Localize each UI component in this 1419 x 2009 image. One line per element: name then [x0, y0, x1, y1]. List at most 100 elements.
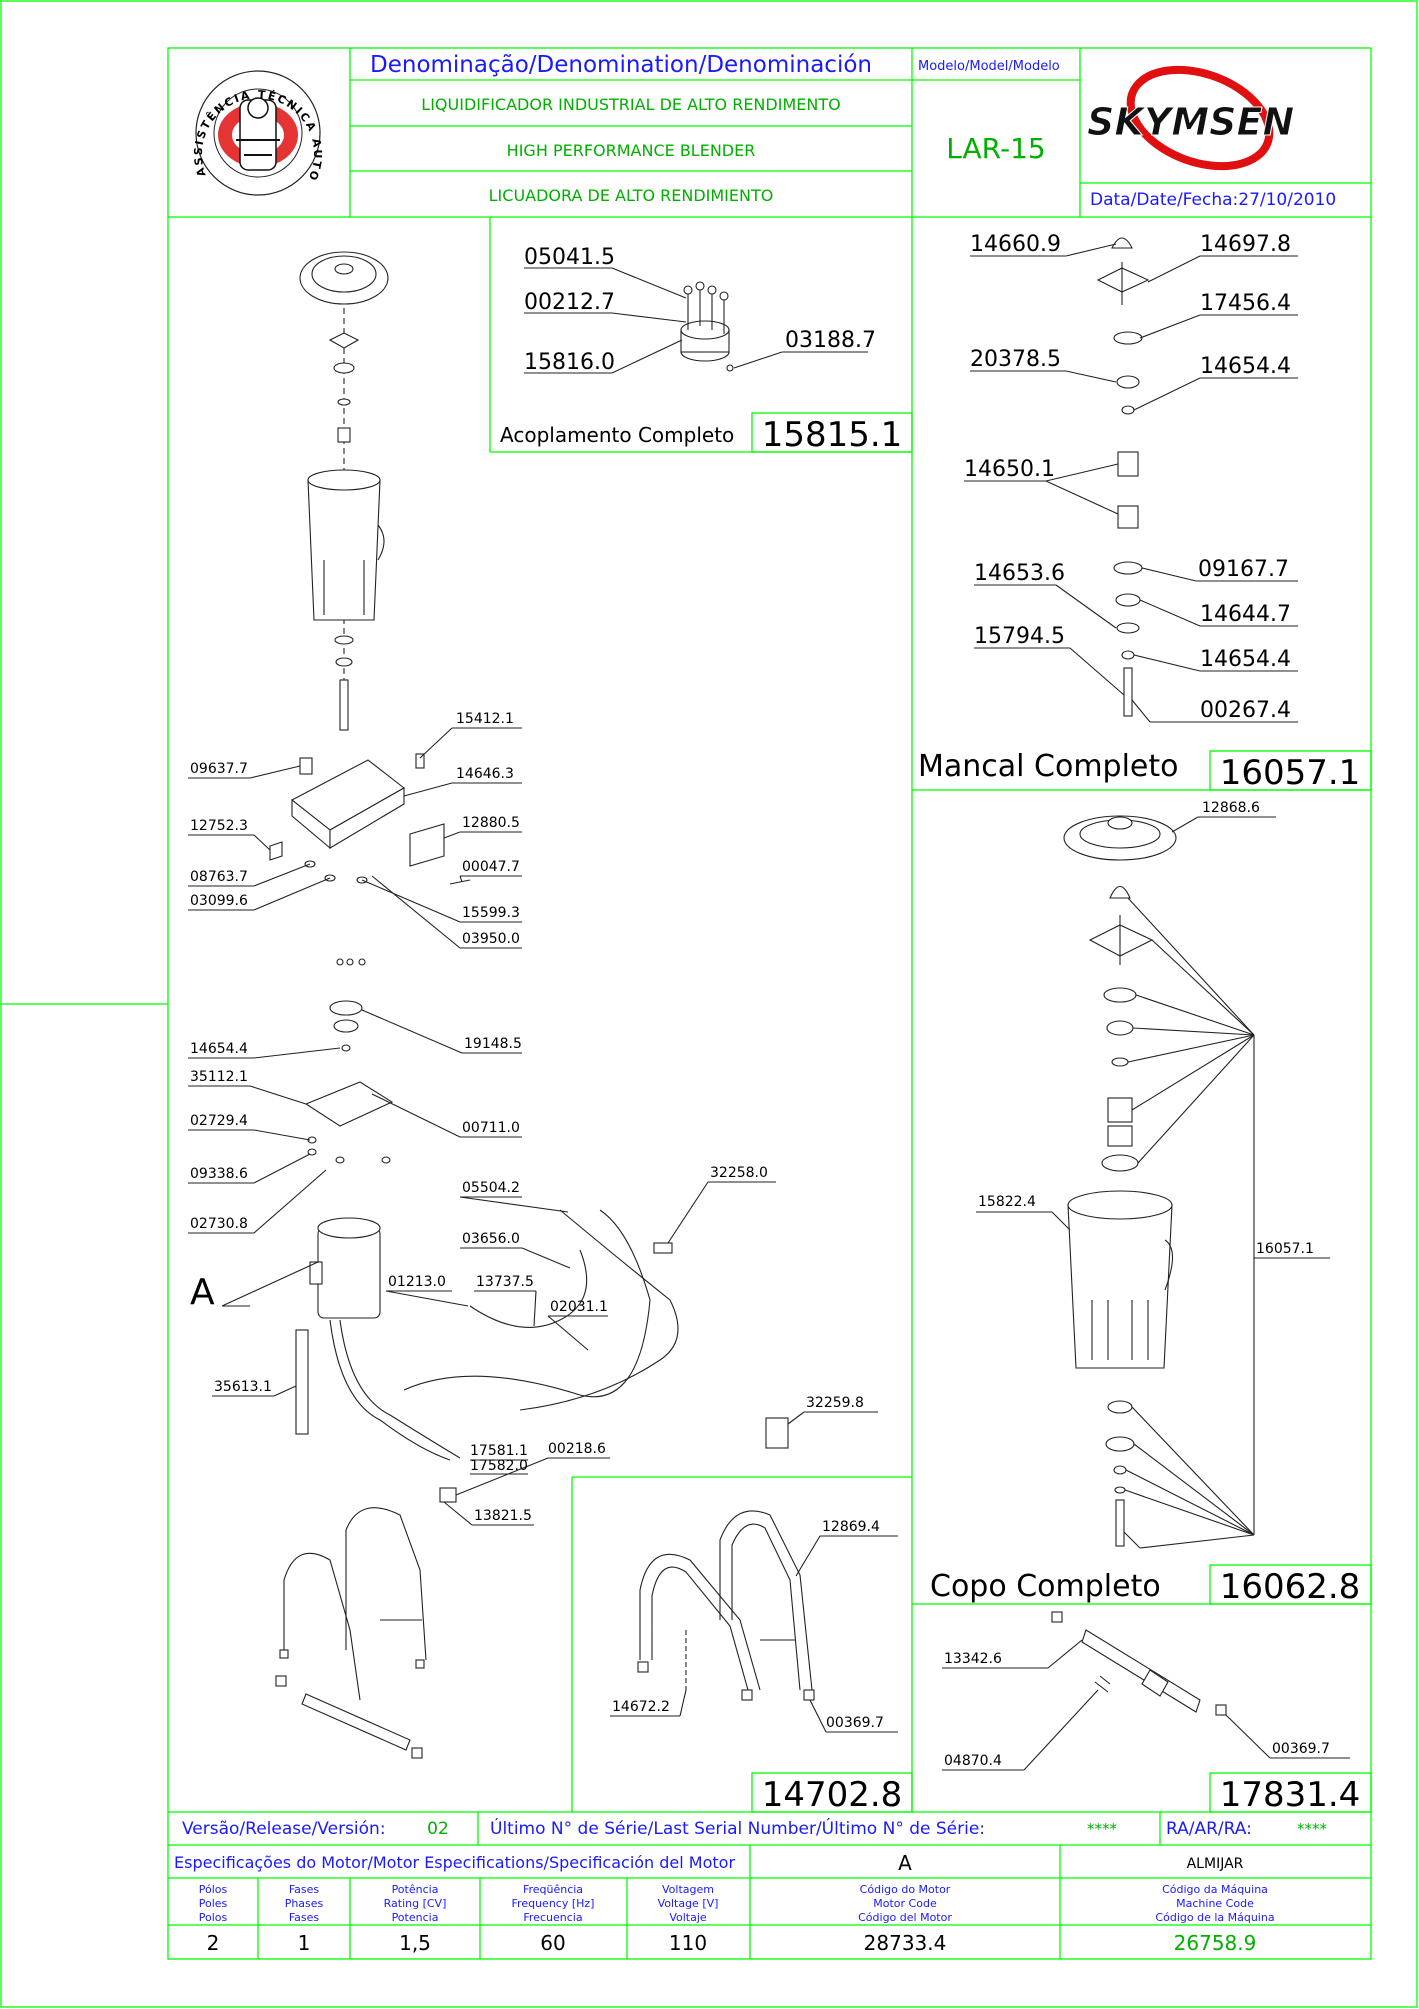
part-label: 00218.6: [548, 1441, 606, 1457]
part-label: 35112.1: [190, 1069, 248, 1085]
authorized-service-badge: ASSISTÊNCIA TÉCNICA AUTORIZADA: [0, 0, 322, 196]
description-pt: LIQUIDIFICADOR INDUSTRIAL DE ALTO RENDIM…: [421, 95, 840, 114]
part-label: 03950.0: [462, 931, 520, 947]
stand-drawing: [637, 1510, 815, 1701]
part-label: 17582.0: [470, 1458, 528, 1474]
part-label: 14672.2: [612, 1699, 670, 1715]
svg-text:Fases: Fases: [289, 1911, 320, 1924]
coupling-title: Acoplamento Completo: [500, 423, 734, 447]
svg-text:Phases: Phases: [285, 1897, 324, 1910]
coupling-drawing: [680, 281, 734, 372]
release-value: 02: [427, 1819, 449, 1839]
release-label: Versão/Release/Versión:: [182, 1819, 386, 1839]
cup-code: 16062.8: [1220, 1567, 1361, 1607]
part-label: 14650.1: [964, 457, 1055, 482]
svg-text:Poles: Poles: [199, 1897, 228, 1910]
part-label: 14646.3: [456, 766, 514, 782]
part-label: 03656.0: [462, 1231, 520, 1247]
part-label: 15599.3: [462, 905, 520, 921]
part-label: 14654.4: [190, 1041, 248, 1057]
svg-text:Motor Code: Motor Code: [873, 1897, 937, 1910]
part-label: 13737.5: [476, 1274, 534, 1290]
brand-logo: SKYMSEN: [1087, 65, 1295, 171]
ra-value: ****: [1297, 1820, 1328, 1838]
part-label: 15794.5: [974, 624, 1065, 649]
part-label: 03099.6: [190, 893, 248, 909]
svg-text:Rating [CV]: Rating [CV]: [384, 1897, 447, 1910]
denomination-title: Denominação/Denomination/Denominación: [370, 52, 872, 78]
part-label: 02031.1: [550, 1299, 608, 1315]
date-label: Data/Date/Fecha:27/10/2010: [1090, 190, 1336, 210]
footer: Versão/Release/Versión: 02 Último N° de …: [174, 1817, 1328, 1955]
stand-assembly: 12869.4 14672.2 00369.7 14702.8: [610, 1510, 903, 1815]
coupling-assembly: 05041.5 00212.7 15816.0 03188.7 Acoplame…: [500, 245, 902, 455]
motor-spec-label: Especificações do Motor/Motor Especifica…: [174, 1853, 735, 1872]
part-label: 12869.4: [822, 1519, 880, 1535]
svg-text:Frecuencia: Frecuencia: [523, 1911, 582, 1924]
part-label: 14653.6: [974, 561, 1065, 586]
bearing-drawing: [1096, 237, 1151, 723]
part-label: 15822.4: [978, 1194, 1036, 1210]
part-label: 20378.5: [970, 347, 1061, 372]
base-code: 17831.4: [1220, 1775, 1361, 1815]
svg-text:Código de la Máquina: Código de la Máquina: [1155, 1911, 1274, 1924]
spec-value-voltage: 110: [669, 1931, 707, 1955]
part-label: 14644.7: [1200, 602, 1291, 627]
svg-text:Machine Code: Machine Code: [1176, 1897, 1254, 1910]
model-title: Modelo/Model/Modelo: [918, 59, 1060, 74]
svg-text:Fases: Fases: [289, 1883, 320, 1896]
base-drawing: [1051, 1611, 1227, 1716]
spec-value-motor-code: 28733.4: [864, 1931, 947, 1955]
cup-assembly: 12868.6 15822.4 16057.1 Copo Completo 16…: [930, 800, 1360, 1607]
part-label: 17581.1: [470, 1443, 528, 1459]
spec-value-frequency: 60: [540, 1931, 565, 1955]
part-label: 13821.5: [474, 1508, 532, 1524]
part-label: 08763.7: [190, 869, 248, 885]
bearing-assembly: 14660.9 14697.8 17456.4 20378.5 14654.4 …: [918, 232, 1360, 793]
spec-value-machine-code: 26758.9: [1174, 1931, 1257, 1955]
cup-title: Copo Completo: [930, 1569, 1161, 1604]
part-label: 13342.6: [944, 1651, 1002, 1667]
part-label: 35613.1: [214, 1379, 272, 1395]
svg-text:Potencia: Potencia: [392, 1911, 439, 1924]
part-label: 00267.4: [1200, 698, 1291, 723]
part-label: 12868.6: [1202, 800, 1260, 816]
part-label: 14654.4: [1200, 647, 1291, 672]
part-label: 00369.7: [826, 1715, 884, 1731]
part-label: 14654.4: [1200, 354, 1291, 379]
svg-text:Voltage [V]: Voltage [V]: [658, 1897, 719, 1910]
part-label: 01213.0: [388, 1274, 446, 1290]
part-label: 00711.0: [462, 1120, 520, 1136]
ra-label: RA/AR/RA:: [1166, 1819, 1252, 1839]
description-en: HIGH PERFORMANCE BLENDER: [507, 141, 756, 160]
svg-text:Voltaje: Voltaje: [669, 1911, 707, 1924]
bearing-code: 16057.1: [1220, 753, 1361, 793]
svg-text:Código da Máquina: Código da Máquina: [1162, 1883, 1268, 1896]
svg-text:Código do Motor: Código do Motor: [860, 1883, 951, 1896]
part-label: 04870.4: [944, 1753, 1002, 1769]
stand-code: 14702.8: [762, 1775, 903, 1815]
cup-drawing: [1063, 815, 1177, 1549]
part-label: 09338.6: [190, 1166, 248, 1182]
part-label: 05504.2: [462, 1180, 520, 1196]
spec-value-poles: 2: [207, 1931, 220, 1955]
motor-letter: A: [898, 1851, 912, 1875]
part-label: 02729.4: [190, 1113, 248, 1129]
coupling-code: 15815.1: [762, 415, 903, 455]
part-label: 15816.0: [524, 350, 615, 375]
svg-text:Pólos: Pólos: [199, 1883, 228, 1896]
part-label: 16057.1: [1256, 1241, 1314, 1257]
svg-text:Polos: Polos: [199, 1911, 228, 1924]
part-label: 32258.0: [710, 1165, 768, 1181]
base-assembly: 13342.6 04870.4 00369.7 17831.4: [942, 1611, 1361, 1815]
part-label: 05041.5: [524, 245, 615, 270]
description-es: LICUADORA DE ALTO RENDIMIENTO: [489, 186, 774, 205]
spec-value-rating: 1,5: [399, 1931, 431, 1955]
part-label: 32259.8: [806, 1395, 864, 1411]
